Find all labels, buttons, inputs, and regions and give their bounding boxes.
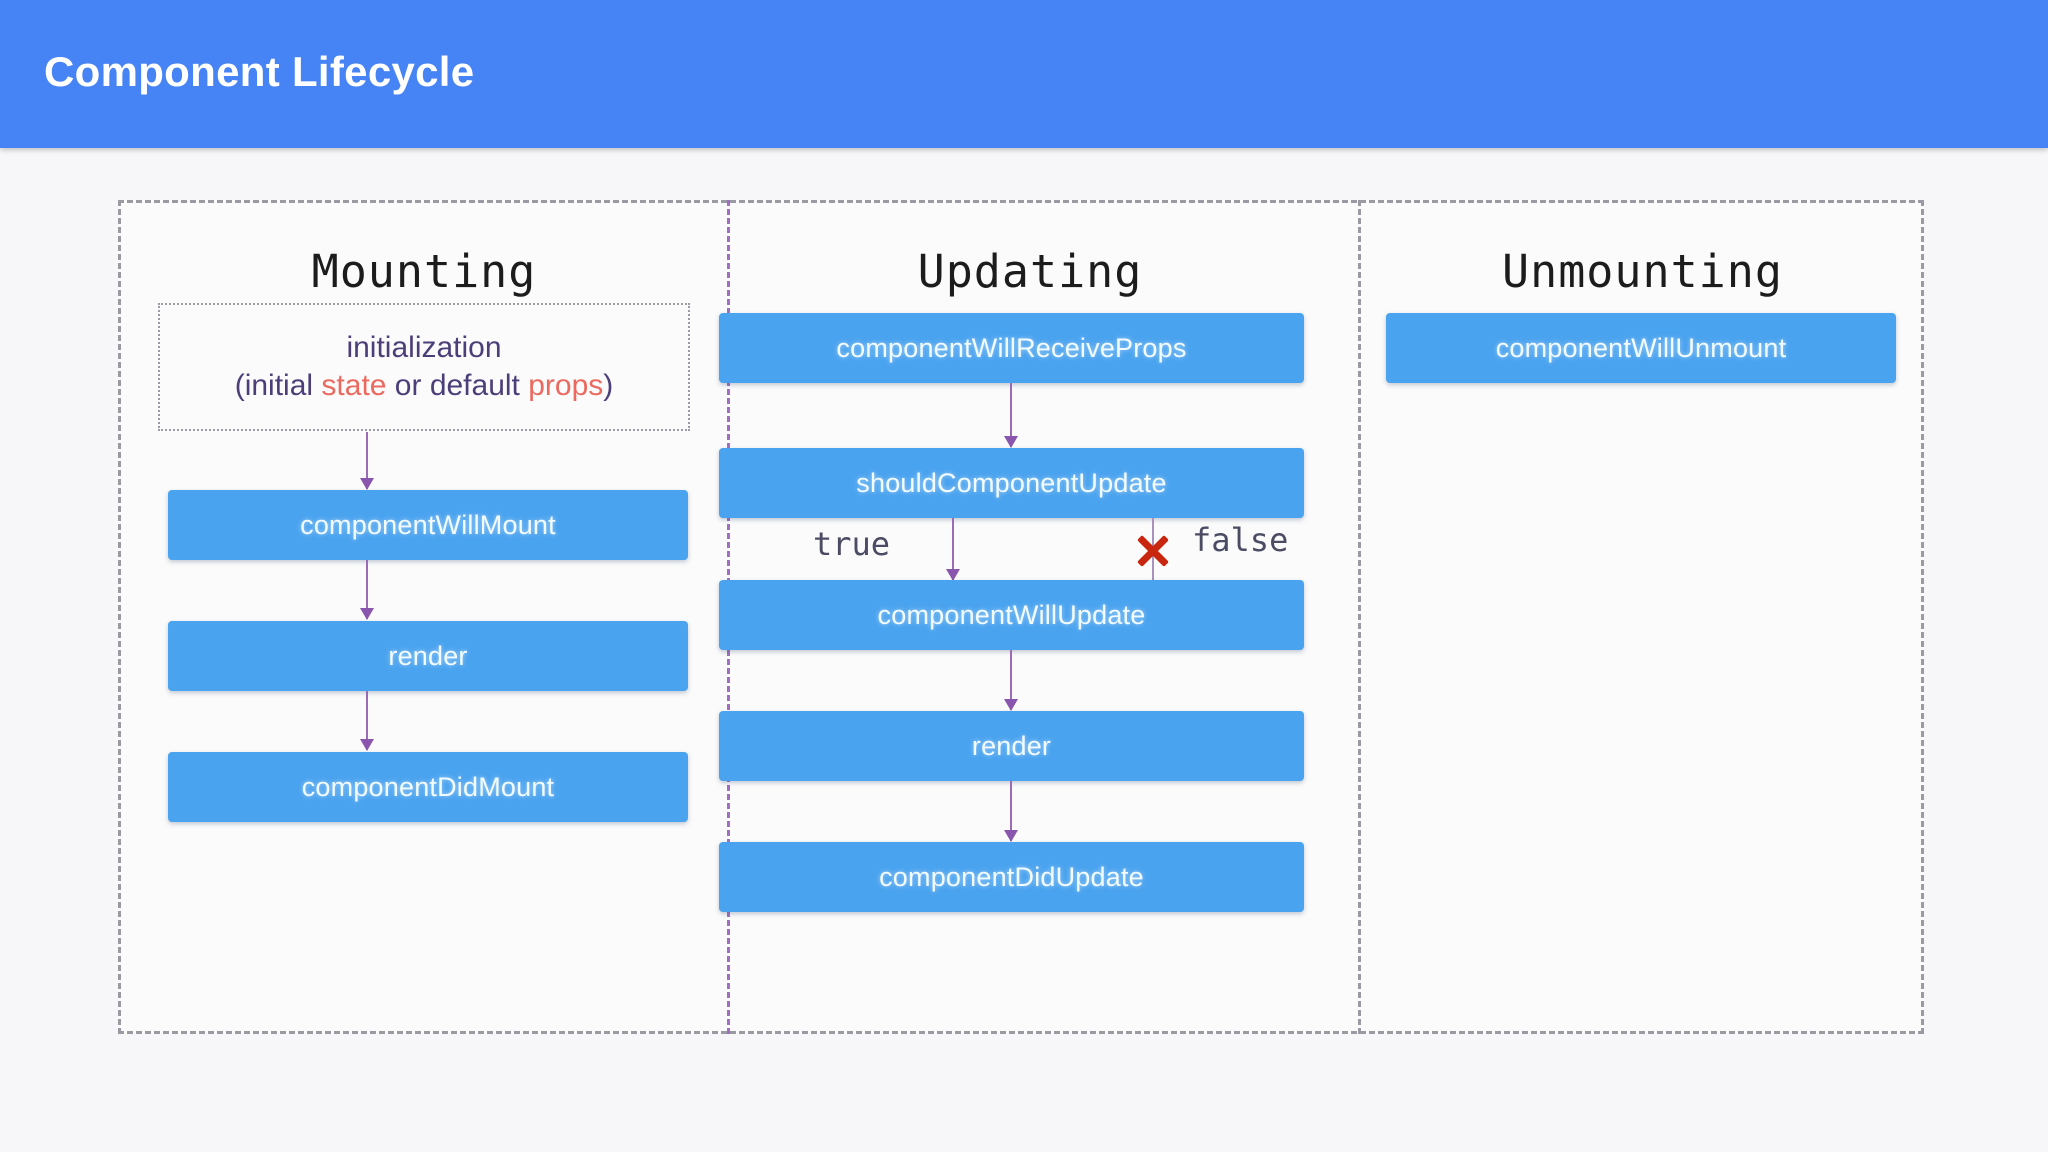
box-render-mounting[interactable]: render [168, 621, 688, 691]
column-title-mounting: Mounting [311, 245, 537, 298]
column-updating: Updating componentWillReceiveProps shoul… [719, 203, 1358, 1037]
column-mounting: Mounting initialization (initial state o… [121, 203, 727, 1037]
box-componentDidUpdate[interactable]: componentDidUpdate [719, 842, 1304, 912]
arrow-render-to-didmount [360, 691, 374, 751]
column-unmounting: Unmounting componentWillUnmount [1361, 203, 1924, 1037]
app-header: Component Lifecycle [0, 0, 2048, 148]
label-branch-true: true [813, 525, 891, 563]
column-title-unmounting: Unmounting [1502, 245, 1783, 298]
arrow-init-to-willmount [360, 432, 374, 490]
box-render-updating[interactable]: render [719, 711, 1304, 781]
box-componentWillReceiveProps[interactable]: componentWillReceiveProps [719, 313, 1304, 383]
lifecycle-diagram: Mounting initialization (initial state o… [118, 200, 1924, 1034]
box-componentWillMount[interactable]: componentWillMount [168, 490, 688, 560]
arrow-willreceiveprops-to-shouldupdate [1004, 383, 1018, 448]
init-keyword-state: state [321, 369, 387, 402]
column-title-updating: Updating [917, 245, 1143, 298]
box-componentDidMount[interactable]: componentDidMount [168, 752, 688, 822]
init-text-mid: or default [386, 369, 529, 402]
page-body: Mounting initialization (initial state o… [0, 148, 2048, 1152]
initialization-box: initialization (initial state or default… [158, 303, 690, 431]
arrow-shouldupdate-true [946, 518, 960, 581]
page-title: Component Lifecycle [44, 48, 475, 95]
label-branch-false: false [1192, 521, 1289, 559]
arrow-willupdate-to-render [1004, 650, 1018, 711]
initialization-line-1: initialization [346, 330, 502, 364]
box-shouldComponentUpdate[interactable]: shouldComponentUpdate [719, 448, 1304, 518]
initialization-line-2: (initial state or default props) [235, 367, 614, 405]
init-text-close: ) [603, 369, 614, 402]
box-componentWillUnmount[interactable]: componentWillUnmount [1386, 313, 1896, 383]
divider-updating-unmounting [1358, 200, 1361, 1034]
init-keyword-props: props [528, 369, 604, 402]
x-mark-icon [1133, 531, 1173, 571]
arrow-render-to-didupdate [1004, 781, 1018, 842]
init-text-open: (initial [234, 369, 322, 402]
box-componentWillUpdate[interactable]: componentWillUpdate [719, 580, 1304, 650]
arrow-willmount-to-render [360, 560, 374, 620]
